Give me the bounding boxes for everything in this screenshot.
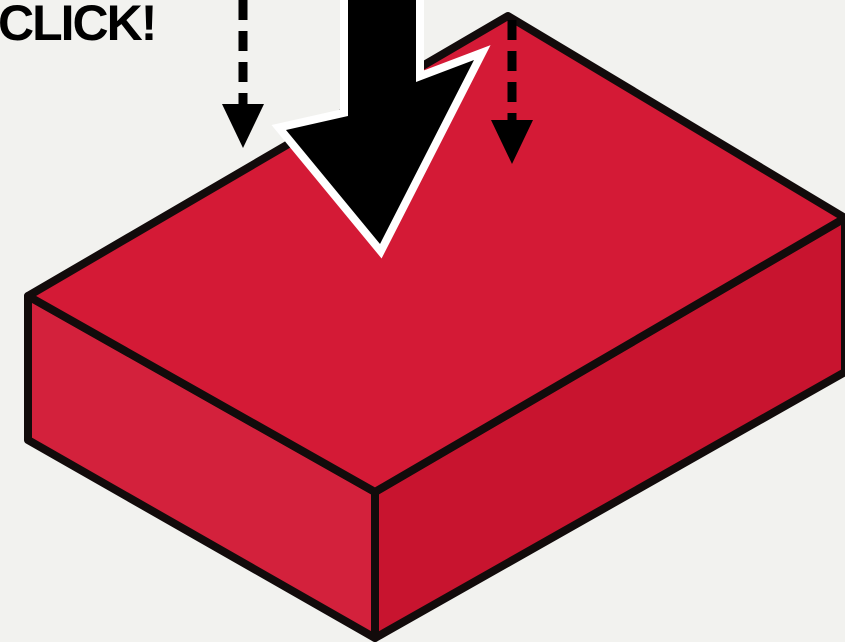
click-label: CLICK! xyxy=(0,0,155,51)
dashed-down-arrow-icon xyxy=(222,0,264,148)
